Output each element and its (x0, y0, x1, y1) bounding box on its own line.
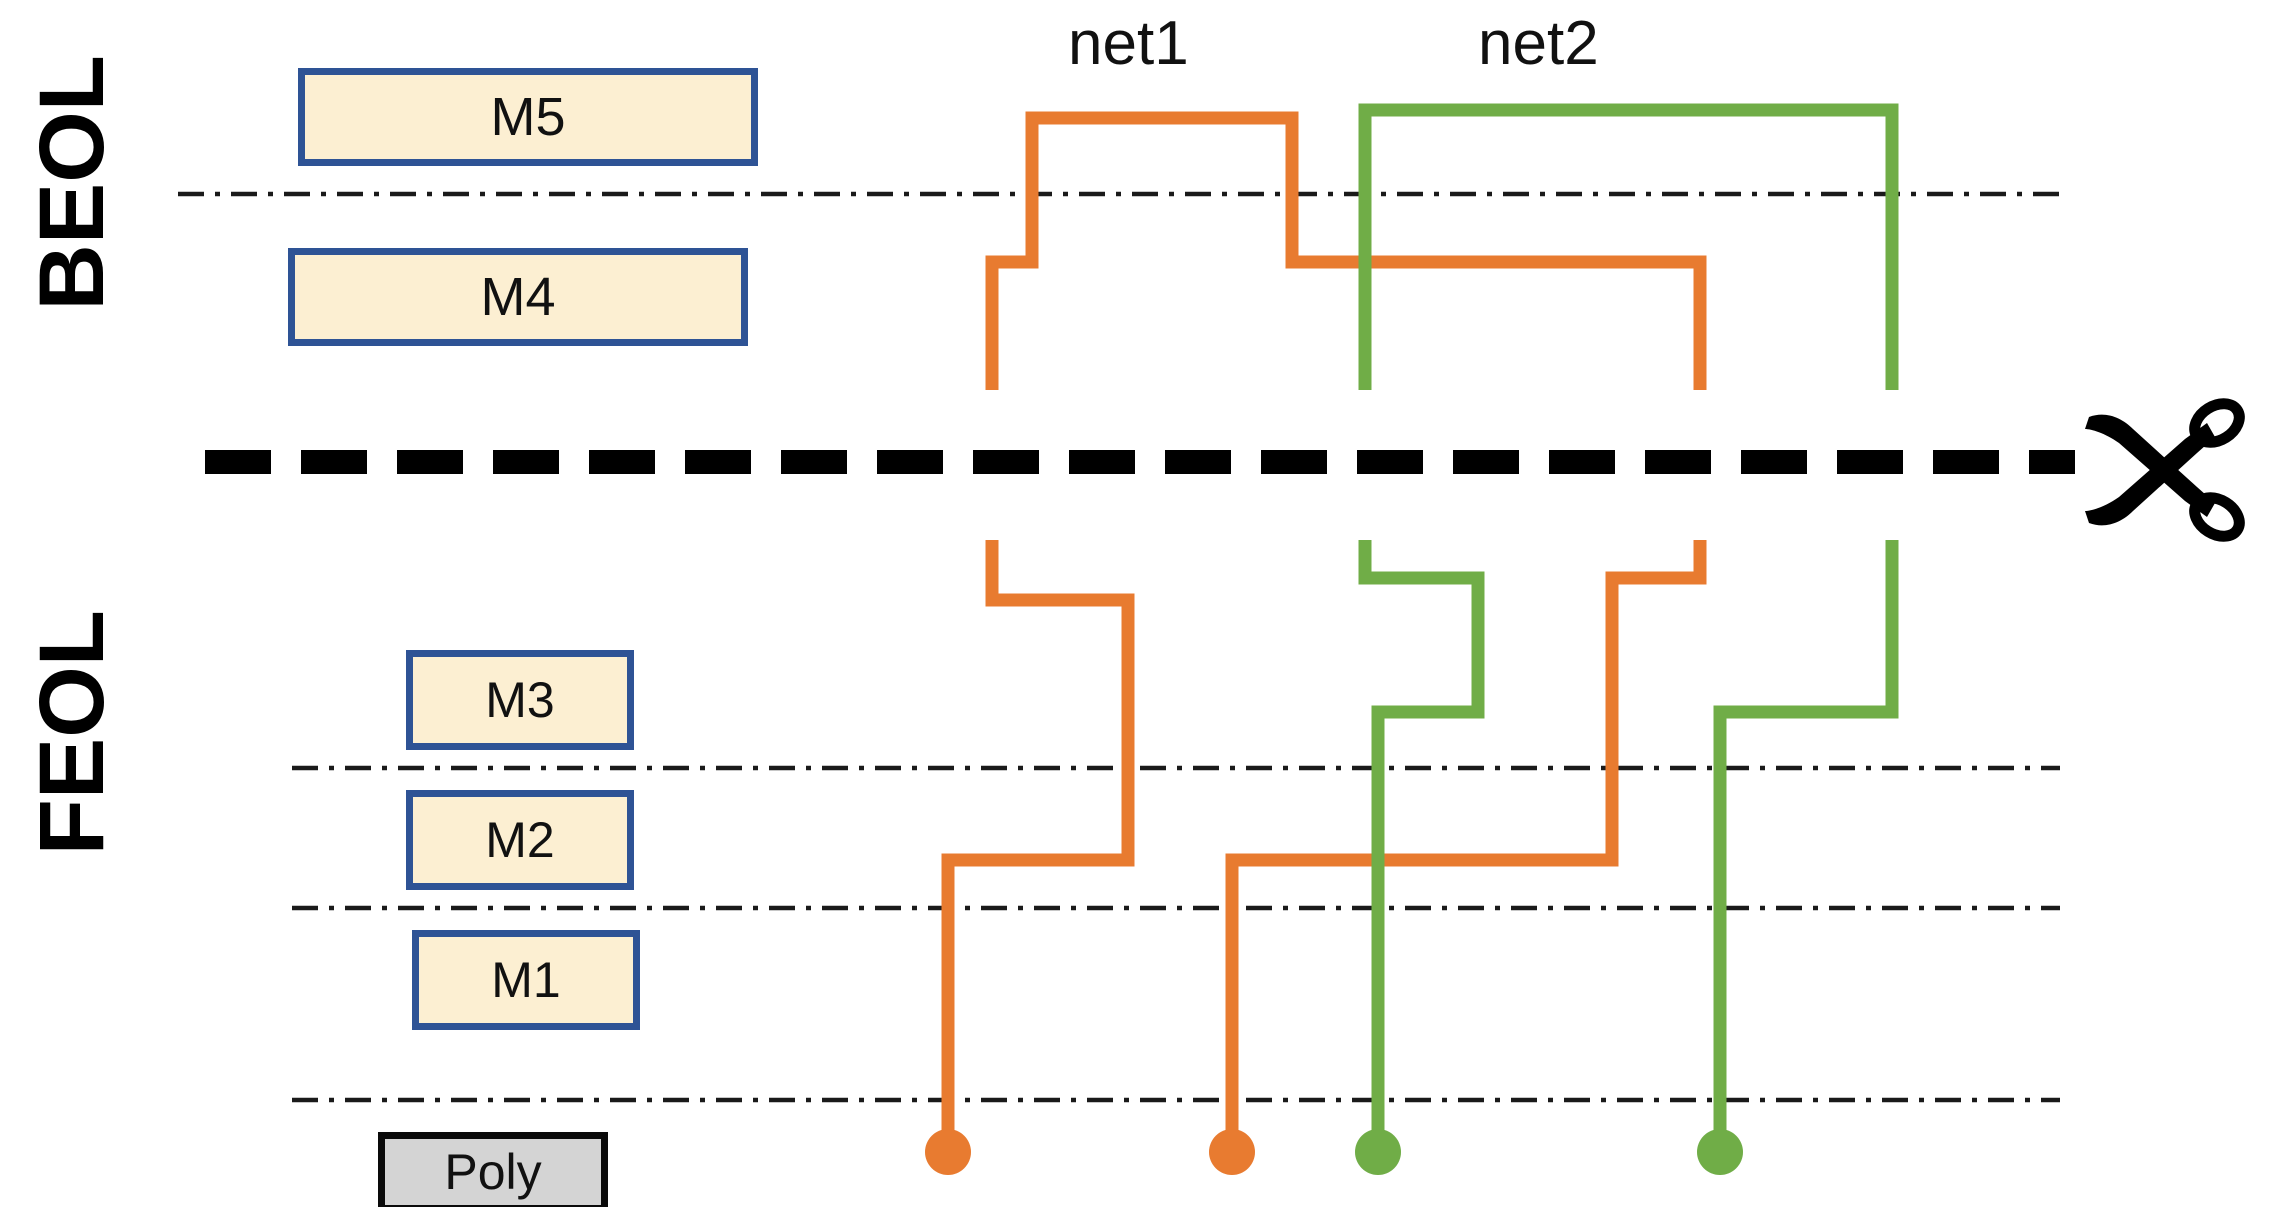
net1-trace-2 (941, 540, 1135, 1130)
layer-box-m1: M1 (412, 930, 640, 1030)
layer-box-m4: M4 (288, 248, 748, 346)
layer-box-m2-label: M2 (485, 812, 555, 868)
net2-trace-2 (1358, 540, 1485, 1130)
terminal-net2-a (1355, 1129, 1401, 1175)
layer-box-m3: M3 (406, 650, 634, 750)
net2-text-label: net2 (1478, 9, 1599, 78)
terminal-net1-a (925, 1129, 971, 1175)
grid-line-group (178, 191, 2060, 1103)
layer-box-m5-label: M5 (490, 87, 566, 147)
layer-box-m1-label: M1 (491, 952, 561, 1008)
net2-trace-1 (1358, 103, 1899, 390)
terminal-net2-b (1697, 1129, 1743, 1175)
net1-text-label: net1 (1068, 9, 1189, 78)
layer-box-m4-label: M4 (480, 267, 556, 327)
terminal-dot-group (925, 1129, 1743, 1175)
scissors-icon (2085, 398, 2245, 542)
layer-box-m3-label: M3 (485, 672, 555, 728)
layer-box-m5: M5 (298, 68, 758, 166)
layer-box-m2: M2 (406, 790, 634, 890)
layer-box-poly: Poly (378, 1132, 608, 1207)
net2-trace-3 (1713, 540, 1899, 1130)
net1-trace-1 (985, 111, 1707, 390)
terminal-net1-b (1209, 1129, 1255, 1175)
net-routing-group (941, 103, 1899, 1130)
net1-trace-3 (1225, 540, 1707, 1130)
layer-box-poly-label: Poly (444, 1144, 542, 1200)
